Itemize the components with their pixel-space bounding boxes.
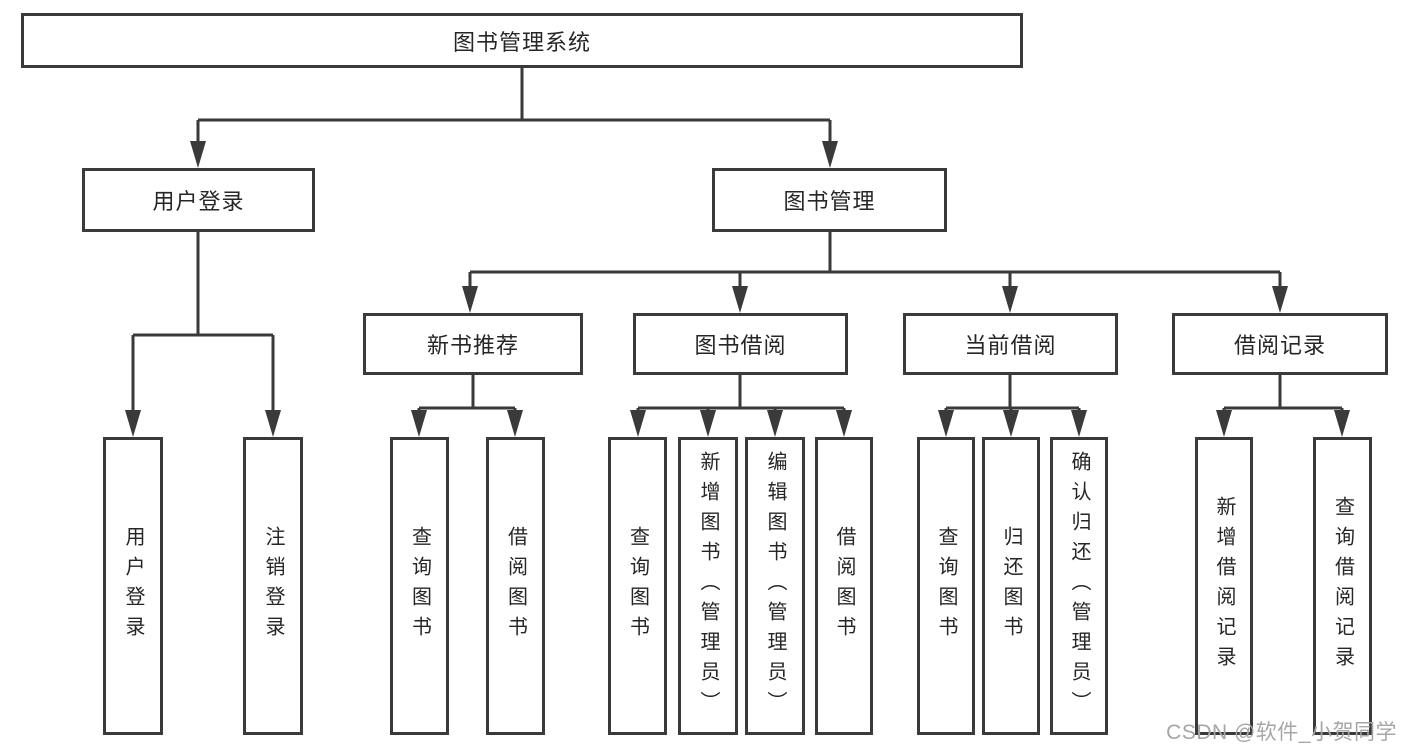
node-label: 新增借阅记录	[1213, 496, 1235, 676]
leaf-query-books-recommend: 查询图书	[390, 437, 449, 735]
node-new-book-recommend: 新书推荐	[363, 313, 583, 375]
node-label: 确认归还（管理员）	[1068, 451, 1090, 721]
leaf-borrow-books-recommend: 借阅图书	[486, 437, 545, 735]
leaf-query-books-borrow: 查询图书	[608, 437, 667, 735]
node-label: 归还图书	[1000, 526, 1022, 646]
node-label: 编辑图书（管理员）	[764, 451, 786, 721]
leaf-query-books-current: 查询图书	[917, 437, 975, 735]
arrowhead-icons	[125, 141, 1350, 437]
leaf-add-books-admin: 新增图书（管理员）	[678, 437, 738, 735]
node-label: 查询图书	[408, 526, 431, 646]
node-label: 注销登录	[262, 526, 284, 646]
node-root-system: 图书管理系统	[21, 13, 1023, 68]
node-user-login: 用户登录	[82, 168, 315, 232]
leaf-user-login: 用户登录	[103, 437, 163, 735]
node-label: 用户登录	[152, 189, 245, 214]
node-current-borrow: 当前借阅	[903, 313, 1118, 375]
node-label: 图书借阅	[694, 333, 787, 358]
leaf-logout: 注销登录	[243, 437, 303, 735]
node-label: 图书管理系统	[452, 29, 591, 55]
node-label: 图书管理	[783, 189, 876, 214]
node-label: 查询借阅记录	[1331, 496, 1354, 676]
csdn-watermark: CSDN @软件_小贺同学	[1166, 721, 1397, 744]
node-label: 借阅记录	[1233, 333, 1326, 358]
node-book-borrow: 图书借阅	[633, 313, 848, 375]
node-label: 查询图书	[626, 526, 649, 646]
leaf-query-borrow-record: 查询借阅记录	[1313, 437, 1372, 735]
leaf-add-borrow-record: 新增借阅记录	[1195, 437, 1253, 735]
node-book-management: 图书管理	[712, 168, 947, 232]
leaf-return-books: 归还图书	[982, 437, 1040, 735]
leaf-edit-books-admin: 编辑图书（管理员）	[745, 437, 805, 735]
leaf-borrow-books: 借阅图书	[815, 437, 873, 735]
node-label: 新书推荐	[426, 333, 519, 358]
node-label: 新增图书（管理员）	[697, 451, 719, 721]
node-label: 当前借阅	[964, 333, 1057, 358]
node-label: 借阅图书	[504, 526, 527, 646]
node-borrow-record: 借阅记录	[1172, 313, 1388, 375]
node-label: 查询图书	[935, 526, 957, 646]
leaf-confirm-return-admin: 确认归还（管理员）	[1050, 437, 1108, 735]
node-label: 用户登录	[122, 526, 144, 646]
node-label: 借阅图书	[833, 526, 855, 646]
